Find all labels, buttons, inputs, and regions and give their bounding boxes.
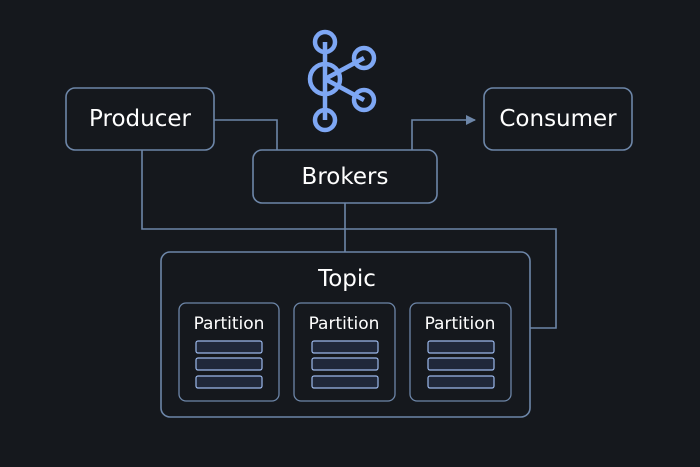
partition-record [195,357,263,371]
partition-record [195,375,263,389]
producer-to-topic-connector [141,150,557,329]
partition-label: Partition [425,314,496,334]
partition-card: Partition [178,302,280,402]
topic-label: Topic [317,266,376,292]
brokers-to-consumer-arrow [411,115,476,150]
brokers-node: Brokers [252,149,438,204]
connectors [141,115,557,329]
partition-record [311,357,379,371]
kafka-logo-icon [307,29,377,133]
partition-label: Partition [194,314,265,334]
producer-to-brokers-connector [214,119,278,150]
consumer-node: Consumer [483,87,633,151]
partition-card: Partition [293,302,396,402]
partition-record [311,340,379,354]
producer-label: Producer [89,106,191,132]
brokers-label: Brokers [302,164,389,190]
partition-record [427,340,495,354]
producer-node: Producer [65,87,215,151]
partition-record [427,357,495,371]
partition-label: Partition [309,314,380,334]
partition-card: Partition [409,302,512,402]
partition-record [427,375,495,389]
consumer-label: Consumer [499,106,617,132]
partition-record [195,340,263,354]
partition-record [311,375,379,389]
